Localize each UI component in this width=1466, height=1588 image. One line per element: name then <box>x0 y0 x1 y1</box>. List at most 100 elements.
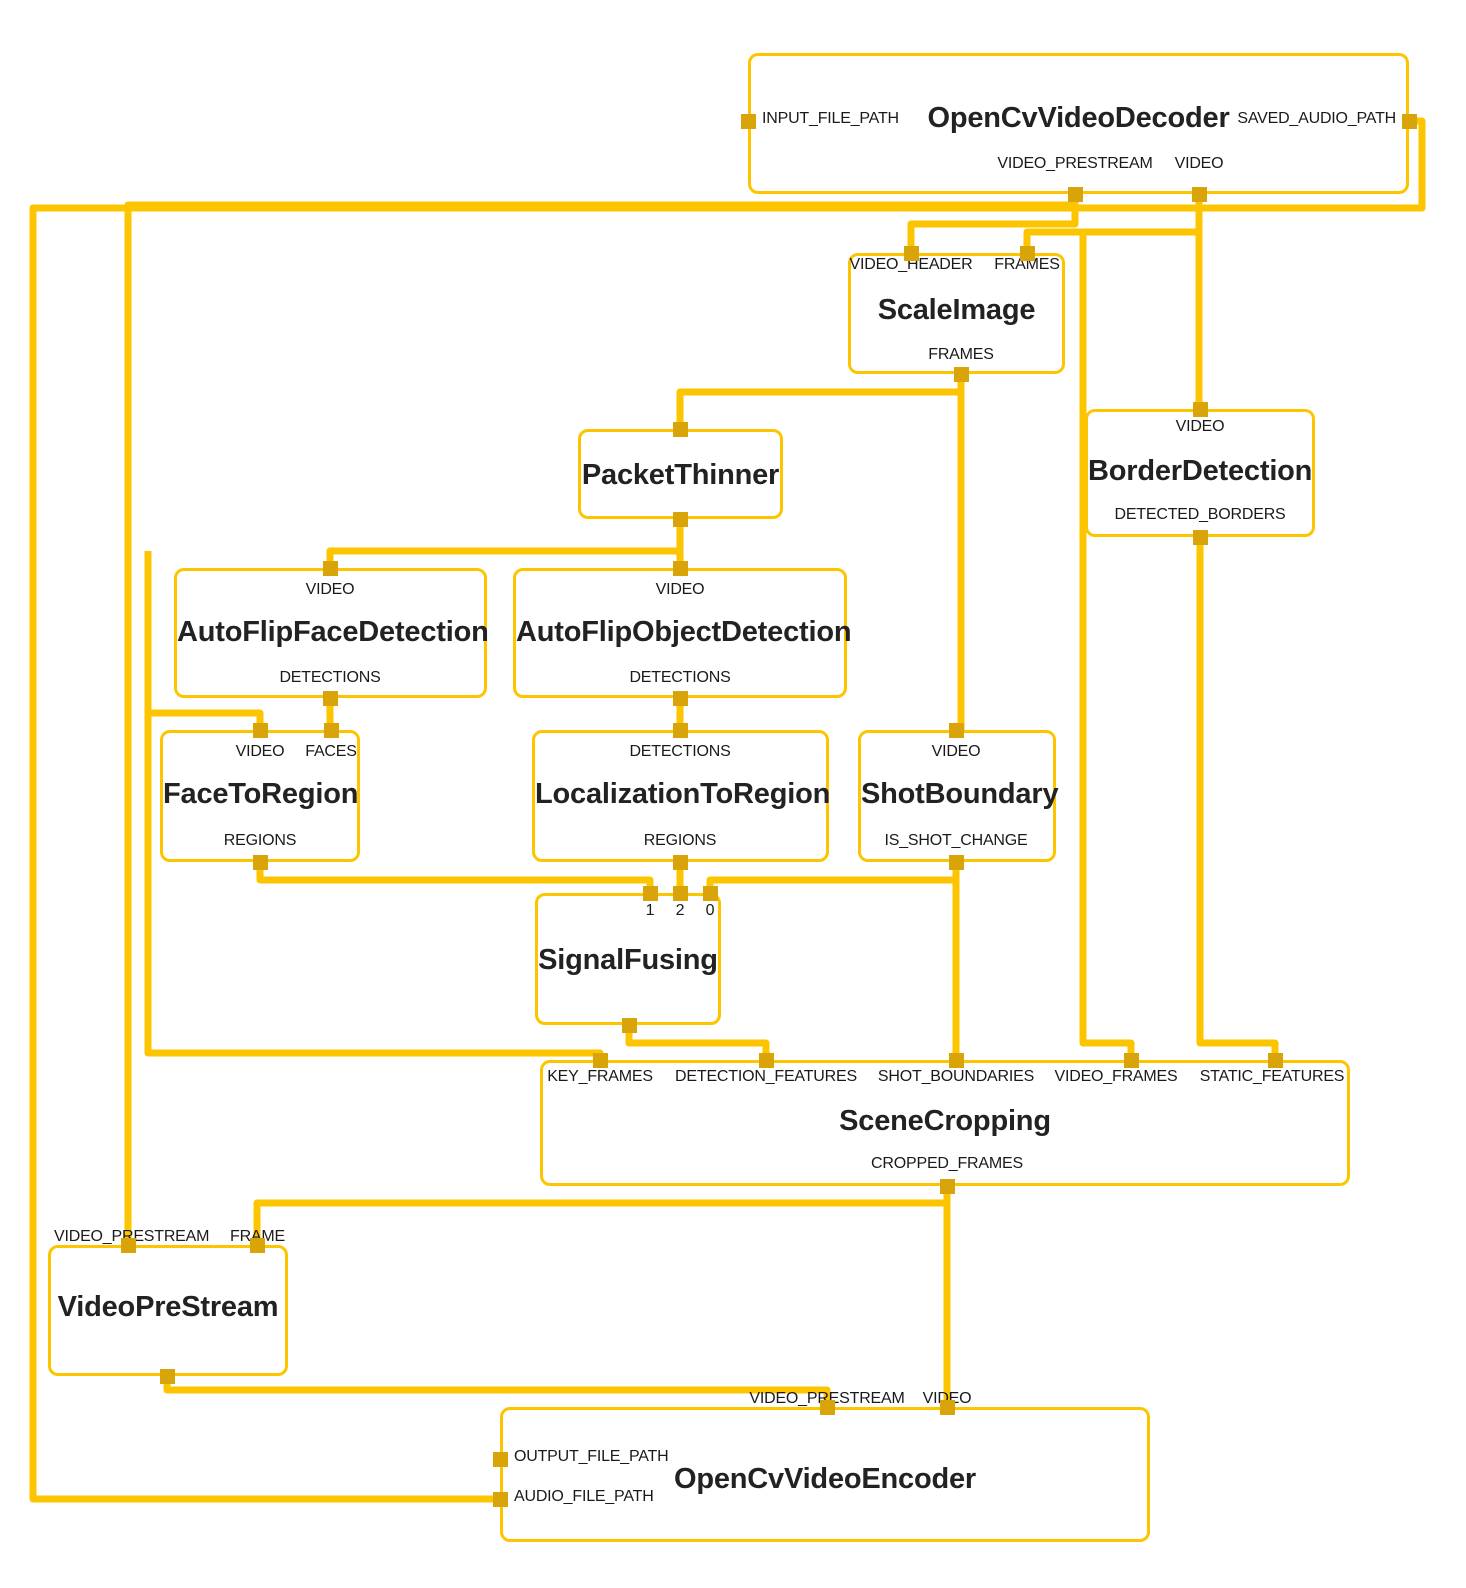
port-face_to_region-in_video[interactable] <box>252 722 268 738</box>
port-scene_cropping-in_static_features[interactable] <box>1267 1052 1283 1068</box>
port-scene_cropping-in_video_frames[interactable] <box>1123 1052 1139 1068</box>
edge <box>625 1025 770 1060</box>
port-label-autoflip_face_detection-out_detections: DETECTIONS <box>279 669 381 686</box>
port-scale_image-in_frames[interactable] <box>1019 245 1035 261</box>
node-title: ScaleImage <box>877 294 1036 326</box>
port-scale_image-out_frames[interactable] <box>953 366 969 382</box>
node-packet_thinner[interactable]: PacketThinner <box>578 429 783 519</box>
edge <box>253 1199 947 1245</box>
port-autoflip_object_detection-out_detections[interactable] <box>672 690 688 706</box>
edge <box>144 551 264 730</box>
port-shot_boundary-in_video[interactable] <box>948 722 964 738</box>
edge <box>163 1376 831 1407</box>
port-label-scale_image-out_frames: FRAMES <box>928 346 994 363</box>
node-title: OpenCvVideoEncoder <box>673 1463 977 1495</box>
port-label-opencv_video_decoder-out_video: VIDEO <box>1174 155 1224 172</box>
node-title: SceneCropping <box>839 1105 1051 1137</box>
node-shot_boundary[interactable]: ShotBoundary <box>858 730 1059 862</box>
port-autoflip_face_detection-out_detections[interactable] <box>322 690 338 706</box>
port-opencv_video_decoder-in_input_file_path[interactable] <box>740 113 756 129</box>
port-opencv_video_encoder-in_video_prestream[interactable] <box>819 1399 835 1415</box>
node-title: AutoFlipObjectDetection <box>516 616 852 648</box>
edge <box>326 547 680 568</box>
port-label-scene_cropping-in_detection_features: DETECTION_FEATURES <box>675 1068 857 1085</box>
port-label-video_prestream-in_video_prestream: VIDEO_PRESTREAM <box>54 1228 210 1245</box>
port-label-opencv_video_encoder-in_video: VIDEO <box>922 1390 972 1407</box>
node-title: VideoPreStream <box>57 1291 279 1323</box>
port-signal_fusing-in_2[interactable] <box>672 885 688 901</box>
port-label-signal_fusing-in_0: 0 <box>705 902 715 919</box>
port-label-scene_cropping-in_video_frames: VIDEO_FRAMES <box>1054 1068 1178 1085</box>
port-label-scene_cropping-in_static_features: STATIC_FEATURES <box>1199 1068 1345 1085</box>
port-localization_to_region-in_detections[interactable] <box>672 722 688 738</box>
node-title: ShotBoundary <box>861 778 1059 810</box>
port-video_prestream-in_video_prestream[interactable] <box>120 1237 136 1253</box>
port-opencv_video_decoder-out_video[interactable] <box>1191 186 1207 202</box>
port-autoflip_object_detection-in_video[interactable] <box>672 560 688 576</box>
port-label-scene_cropping-in_shot_boundaries: SHOT_BOUNDARIES <box>877 1068 1035 1085</box>
port-packet_thinner-out_packet[interactable] <box>672 511 688 527</box>
port-label-scale_image-in_video_header: VIDEO_HEADER <box>849 256 973 273</box>
node-localization_to_region[interactable]: LocalizationToRegion <box>532 730 830 862</box>
port-packet_thinner-in_packet[interactable] <box>672 421 688 437</box>
port-scene_cropping-in_detection_features[interactable] <box>758 1052 774 1068</box>
port-opencv_video_encoder-in_audio_file_path[interactable] <box>492 1491 508 1507</box>
port-opencv_video_decoder-out_video_prestream[interactable] <box>1067 186 1083 202</box>
port-scene_cropping-in_key_frames[interactable] <box>592 1052 608 1068</box>
edge <box>676 374 965 429</box>
port-scene_cropping-in_shot_boundaries[interactable] <box>948 1052 964 1068</box>
port-label-autoflip_object_detection-in_video: VIDEO <box>655 581 705 598</box>
node-title: FaceToRegion <box>163 778 359 810</box>
port-shot_boundary-out_is_shot_change[interactable] <box>948 854 964 870</box>
port-signal_fusing-in_0[interactable] <box>702 885 718 901</box>
edge <box>706 862 960 893</box>
port-label-signal_fusing-in_2: 2 <box>675 902 685 919</box>
edge <box>256 862 654 893</box>
port-face_to_region-out_regions[interactable] <box>252 854 268 870</box>
port-label-face_to_region-in_video: VIDEO <box>235 743 285 760</box>
port-label-border_detection-in_video: VIDEO <box>1175 418 1225 435</box>
port-scale_image-in_video_header[interactable] <box>903 245 919 261</box>
edge <box>1023 194 1203 253</box>
node-video_prestream[interactable]: VideoPreStream <box>48 1245 288 1376</box>
port-label-shot_boundary-out_is_shot_change: IS_SHOT_CHANGE <box>884 832 1028 849</box>
node-opencv_video_encoder[interactable]: OpenCvVideoEncoder <box>500 1407 1150 1542</box>
port-label-opencv_video_decoder-out_saved_audio_path: SAVED_AUDIO_PATH <box>1237 110 1396 127</box>
port-opencv_video_encoder-in_video[interactable] <box>939 1399 955 1415</box>
port-scene_cropping-out_cropped_frames[interactable] <box>939 1178 955 1194</box>
port-opencv_video_encoder-in_output_file_path[interactable] <box>492 1451 508 1467</box>
node-title: PacketThinner <box>581 459 780 491</box>
node-opencv_video_decoder[interactable]: OpenCvVideoDecoder <box>748 53 1409 194</box>
port-autoflip_face_detection-in_video[interactable] <box>322 560 338 576</box>
port-label-localization_to_region-out_regions: REGIONS <box>643 832 717 849</box>
edge <box>1196 537 1279 1060</box>
port-label-opencv_video_decoder-out_video_prestream: VIDEO_PRESTREAM <box>997 155 1153 172</box>
port-border_detection-out_detected_borders[interactable] <box>1192 529 1208 545</box>
node-title: OpenCvVideoDecoder <box>927 102 1230 134</box>
node-title: SignalFusing <box>538 944 718 976</box>
node-face_to_region[interactable]: FaceToRegion <box>160 730 360 862</box>
port-label-opencv_video_encoder-in_audio_file_path: AUDIO_FILE_PATH <box>514 1488 654 1505</box>
port-label-autoflip_object_detection-out_detections: DETECTIONS <box>629 669 731 686</box>
port-border_detection-in_video[interactable] <box>1192 401 1208 417</box>
port-label-localization_to_region-in_detections: DETECTIONS <box>629 743 731 760</box>
port-label-face_to_region-out_regions: REGIONS <box>223 832 297 849</box>
node-title: BorderDetection <box>1088 455 1313 487</box>
port-face_to_region-in_faces[interactable] <box>323 722 339 738</box>
port-signal_fusing-out_fused[interactable] <box>621 1017 637 1033</box>
port-label-face_to_region-in_faces: FACES <box>305 743 357 760</box>
edge <box>1079 232 1135 1060</box>
port-video_prestream-in_frame[interactable] <box>249 1237 265 1253</box>
port-label-border_detection-out_detected_borders: DETECTED_BORDERS <box>1114 506 1286 523</box>
port-video_prestream-out_prestream[interactable] <box>159 1368 175 1384</box>
port-label-opencv_video_encoder-in_output_file_path: OUTPUT_FILE_PATH <box>514 1448 669 1465</box>
port-signal_fusing-in_1[interactable] <box>642 885 658 901</box>
port-label-autoflip_face_detection-in_video: VIDEO <box>305 581 355 598</box>
port-label-scene_cropping-in_key_frames: KEY_FRAMES <box>547 1068 653 1085</box>
port-opencv_video_decoder-out_saved_audio_path[interactable] <box>1401 113 1417 129</box>
node-scale_image[interactable]: ScaleImage <box>848 253 1065 374</box>
edge <box>907 205 1079 253</box>
port-localization_to_region-out_regions[interactable] <box>672 854 688 870</box>
node-signal_fusing[interactable]: SignalFusing <box>535 893 721 1025</box>
